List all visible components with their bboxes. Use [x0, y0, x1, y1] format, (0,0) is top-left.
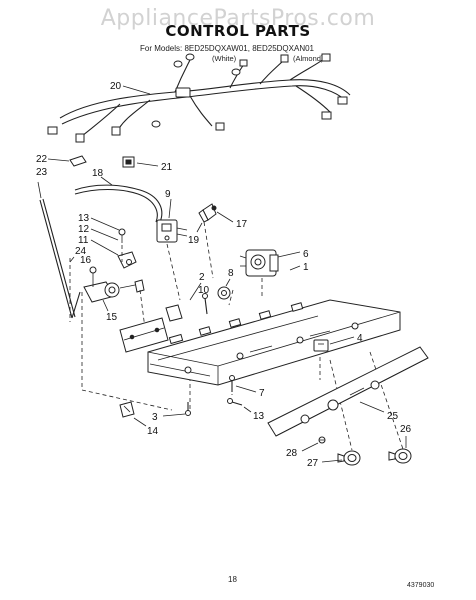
leader-4: [329, 336, 355, 345]
models-line: For Models: 8ED25DQXAW01, 8ED25DQXAN01: [140, 44, 314, 53]
callout-13a: 13: [78, 213, 90, 224]
callout-6: 6: [303, 249, 309, 260]
spring-clip-part-28: [318, 436, 326, 444]
leader-20: [122, 85, 151, 95]
watermark: AppliancePartsPros.com: [100, 6, 376, 31]
leader-6: [277, 251, 301, 258]
leader-3: [162, 413, 186, 417]
control-housing-part: [147, 299, 401, 386]
thermostat-part: [156, 219, 188, 243]
callout-25: 25: [387, 411, 399, 422]
callout-19: 19: [188, 235, 200, 246]
callout-9: 9: [165, 189, 171, 200]
leader-19: [196, 222, 203, 233]
callout-27: 27: [307, 458, 319, 469]
leader-18: [100, 176, 113, 186]
wiring-harness-part: [47, 53, 351, 143]
callout-22: 22: [36, 154, 48, 165]
screw-part-16: [89, 266, 97, 283]
leader-14: [133, 417, 147, 427]
leader-11: [90, 239, 119, 256]
knob-part-26: [388, 448, 412, 464]
callout-23: 23: [36, 167, 48, 178]
leader-9: [168, 198, 172, 219]
rod-part-23: [37, 181, 76, 319]
leader-17: [216, 211, 234, 223]
callout-7: 7: [259, 388, 265, 399]
bracket-part-11: [117, 251, 137, 269]
callout-13b: 13: [253, 411, 265, 422]
callout-1: 1: [303, 262, 309, 273]
leader-15: [102, 299, 109, 312]
callout-4: 4: [357, 333, 363, 344]
callout-16: 16: [80, 255, 92, 266]
defrost-timer-part: [239, 249, 279, 277]
damper-control-part: [71, 279, 145, 319]
leader-12: [90, 228, 119, 241]
leader-21: [136, 162, 159, 167]
mounting-bracket-part: [119, 304, 183, 353]
screw-part-10: [202, 293, 208, 315]
control-console-part: [267, 346, 429, 437]
leader-27: [321, 459, 343, 463]
capillary-tube-part: [74, 184, 163, 223]
leader-13a: [90, 217, 120, 231]
callout-3: 3: [152, 412, 158, 423]
switch-part-4: [313, 339, 329, 352]
callout-21: 21: [161, 162, 173, 173]
callout-10: 10: [198, 285, 210, 296]
screw-part-7: [229, 375, 235, 392]
callout-18: 18: [92, 168, 104, 179]
knob-part-27: [337, 450, 361, 466]
page-number: 18: [228, 575, 237, 584]
indicator-part-8: [217, 286, 231, 300]
leader-7: [235, 385, 257, 393]
callout-14: 14: [147, 426, 159, 437]
callout-24: 24: [75, 246, 87, 257]
screw-part-13: [118, 228, 126, 243]
callout-15: 15: [106, 312, 118, 323]
variant-almond-label: (Almond): [293, 54, 324, 63]
callout-12: 12: [78, 224, 90, 235]
leader-1: [289, 265, 301, 271]
leader-22: [47, 158, 70, 162]
callout-28: 28: [286, 448, 298, 459]
callout-26: 26: [400, 424, 412, 435]
callout-17: 17: [236, 219, 248, 230]
callout-20: 20: [110, 81, 122, 92]
clip-part-21: [122, 156, 135, 168]
document-number: 4379030: [407, 582, 435, 589]
clip-part-22: [69, 155, 87, 167]
screw-part-3: [185, 402, 191, 416]
screw-part-13b: [227, 398, 243, 406]
callout-8: 8: [228, 268, 234, 279]
leader-8: [225, 278, 231, 287]
page-title: CONTROL PARTS: [165, 22, 311, 40]
light-socket-part: [198, 203, 217, 223]
leader-28: [301, 442, 319, 452]
leader-13b: [243, 406, 252, 413]
callout-2: 2: [199, 272, 205, 283]
leader-2: [189, 282, 202, 301]
leader-24: [69, 256, 75, 263]
clip-part-14: [119, 401, 135, 418]
callout-11: 11: [78, 235, 89, 246]
variant-white-label: (White): [212, 54, 237, 63]
leader-25: [359, 401, 385, 413]
